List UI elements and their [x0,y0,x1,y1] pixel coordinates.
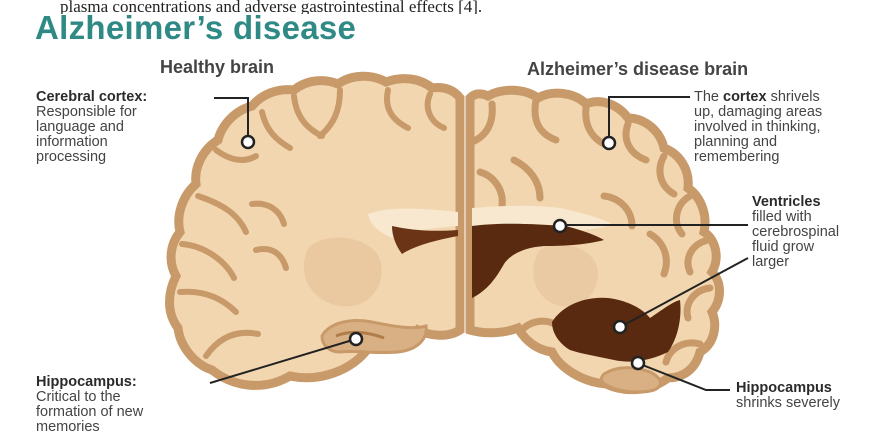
healthy-brain [170,76,461,385]
label-ventricles-text: filled with cerebrospinal fluid grow lar… [752,209,839,270]
label-hippocampus-ad: Hippocampus shrinks severely [736,381,840,411]
alzheimers-brain [470,90,720,392]
label-ventricles: Ventricles filled with cerebrospinal flu… [752,195,839,270]
label-ventricles-term: Ventricles [752,194,821,210]
marker-ventricle-upper [554,220,566,232]
label-ad-cortex-pre: The [694,89,723,105]
marker-hippo-ad [632,357,644,369]
label-hippocampus-healthy: Hippocampus: Critical to the formation o… [36,375,143,435]
label-cerebral-cortex-term: Cerebral cortex: [36,89,147,105]
marker-ventricle-lower [614,321,626,333]
label-cerebral-cortex-text: Responsible for language and information… [36,104,137,165]
marker-cortex-ad [603,137,615,149]
alzheimers-hippocampus [601,368,660,392]
label-ad-cortex: The cortex shrivels up, damaging areas i… [694,90,886,165]
label-cerebral-cortex: Cerebral cortex: Responsible for languag… [36,90,147,165]
label-hippocampus-ad-term: Hippocampus [736,380,832,396]
marker-cortex-healthy [242,136,254,148]
label-hippocampus-healthy-text: Critical to the formation of new memorie… [36,389,143,435]
label-ad-cortex-term: cortex [723,89,767,105]
label-hippocampus-healthy-term: Hippocampus: [36,374,137,390]
marker-hippo-healthy [350,333,362,345]
label-hippocampus-ad-text: shrinks severely [736,395,840,411]
